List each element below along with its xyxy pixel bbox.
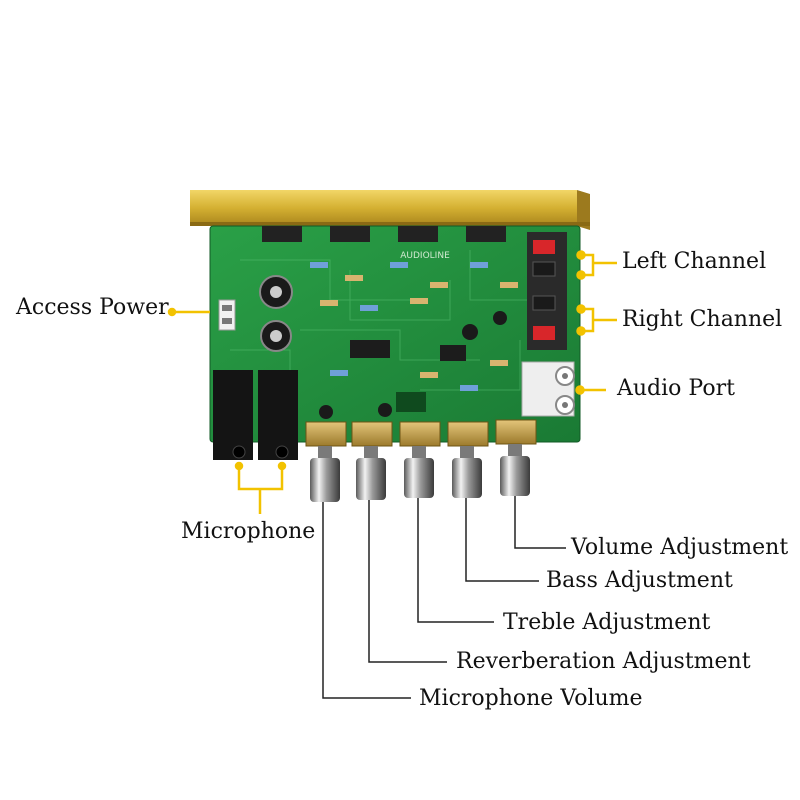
microphone-jack — [213, 370, 298, 460]
label-access-power: Access Power — [16, 295, 169, 320]
label-volume-adjustment: Volume Adjustment — [571, 535, 789, 560]
power-connector — [218, 299, 236, 331]
capacitors — [259, 275, 507, 419]
callout-audio-port — [575, 385, 606, 395]
label-reverberation-adjustment: Reverberation Adjustment — [456, 649, 751, 674]
label-bass-adjustment: Bass Adjustment — [546, 568, 733, 593]
knob-reverberation — [351, 421, 393, 500]
rca-port — [521, 361, 575, 417]
knob-microphone-volume — [305, 421, 347, 502]
label-left-channel: Left Channel — [622, 249, 767, 274]
knob-treble — [399, 421, 441, 498]
silkscreen-brand: AUDIOLINE — [400, 251, 450, 261]
knob-volume — [495, 419, 537, 496]
heatsink — [190, 190, 590, 230]
leader-treble — [417, 498, 494, 623]
small-components — [310, 262, 518, 412]
knob-bass — [447, 421, 489, 498]
speaker-terminal — [527, 232, 567, 350]
power-transistors — [262, 226, 506, 242]
callout-right-channel — [576, 304, 617, 336]
pcb-board: AUDIOLINE — [209, 225, 581, 443]
label-audio-port: Audio Port — [617, 376, 735, 401]
leader-microphone-volume — [322, 502, 411, 699]
label-microphone: Microphone — [181, 519, 316, 544]
leader-bass — [465, 498, 539, 582]
leader-reverberation — [368, 500, 447, 663]
callout-access-power — [167, 307, 210, 317]
label-microphone-volume: Microphone Volume — [419, 686, 643, 711]
callout-microphone — [234, 461, 287, 514]
label-treble-adjustment: Treble Adjustment — [503, 610, 711, 635]
knob — [305, 419, 537, 502]
callout-left-channel — [576, 250, 617, 280]
label-right-channel: Right Channel — [622, 307, 783, 332]
leader-volume — [514, 496, 566, 549]
